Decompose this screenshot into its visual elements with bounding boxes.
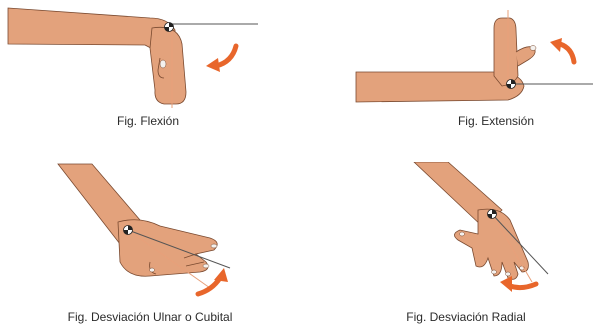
goniometer-joint-icon [488,210,497,219]
curved-arrow-icon [500,276,536,292]
caption-extension: Fig. Extensión [436,114,556,128]
curved-arrow-icon [206,46,236,72]
panel-extension: Fig. Extensión [296,0,593,162]
panel-radial-deviation: Fig. Desviación Radial [296,162,593,325]
goniometer-joint-icon [124,226,133,235]
panel-ulnar-deviation: Fig. Desviación Ulnar o Cubital [0,162,296,325]
ulnar-deviation-illustration [0,162,296,325]
panel-flexion: Fig. Flexión [0,0,296,162]
goniometer-joint-icon [507,80,516,89]
flexion-illustration [0,0,296,162]
caption-flexion: Fig. Flexión [98,114,198,128]
curved-arrow-icon [550,38,574,62]
extension-illustration [296,0,593,162]
curved-arrow-icon [198,268,228,294]
goniometer-joint-icon [165,23,174,32]
radial-deviation-illustration [296,162,593,325]
caption-radial-deviation: Fig. Desviación Radial [386,310,546,324]
caption-ulnar-deviation: Fig. Desviación Ulnar o Cubital [50,310,250,324]
